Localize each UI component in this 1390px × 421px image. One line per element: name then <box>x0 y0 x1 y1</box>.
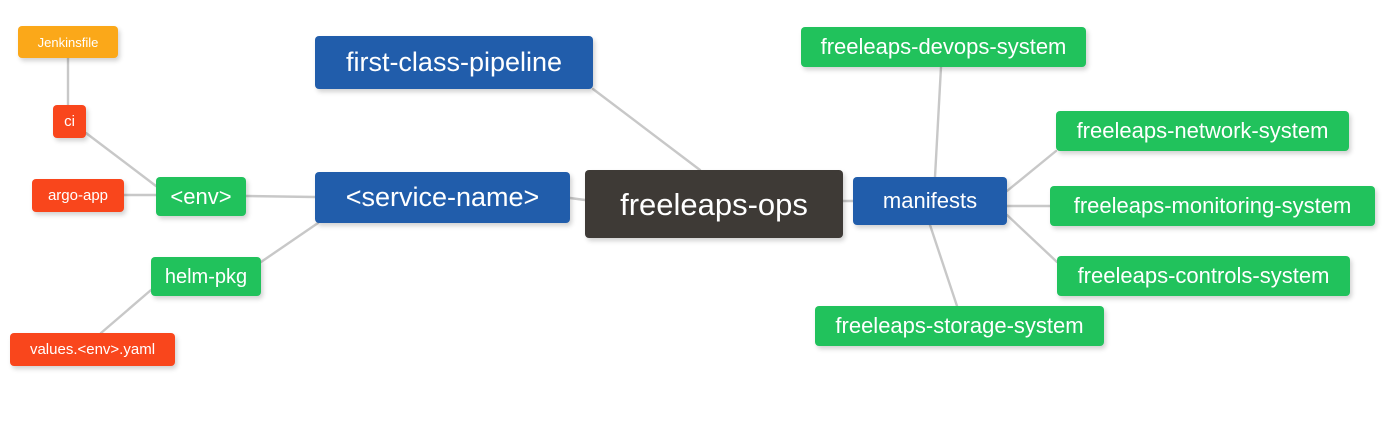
node-label: helm-pkg <box>164 265 248 288</box>
node-env[interactable]: <env> <box>156 177 246 216</box>
edge-helm-pkg-to-values-env-yaml <box>99 288 153 335</box>
node-label: freeleaps-network-system <box>1076 118 1329 143</box>
node-argo-app[interactable]: argo-app <box>32 179 124 212</box>
node-label: argo-app <box>47 187 109 204</box>
edge-service-name-to-env <box>244 194 317 199</box>
node-service-name[interactable]: <service-name> <box>315 172 570 223</box>
node-freeleaps-devops-system[interactable]: freeleaps-devops-system <box>801 27 1086 67</box>
node-label: freeleaps-ops <box>620 186 808 222</box>
node-freeleaps-network-system[interactable]: freeleaps-network-system <box>1056 111 1349 151</box>
node-label: <service-name> <box>345 182 540 212</box>
node-label: first-class-pipeline <box>345 47 563 77</box>
node-label: <env> <box>170 183 232 209</box>
node-label: freeleaps-devops-system <box>820 34 1067 59</box>
node-label: ci <box>64 113 75 130</box>
node-freeleaps-monitoring-system[interactable]: freeleaps-monitoring-system <box>1050 186 1375 226</box>
node-manifests[interactable]: manifests <box>853 177 1007 225</box>
node-values-env-yaml[interactable]: values.<env>.yaml <box>10 333 175 366</box>
edge-manifests-to-freeleaps-devops-system <box>933 65 943 179</box>
node-freeleaps-ops[interactable]: freeleaps-ops <box>585 170 843 238</box>
node-helm-pkg[interactable]: helm-pkg <box>151 257 261 296</box>
node-label: freeleaps-storage-system <box>835 313 1084 338</box>
edge-manifests-to-freeleaps-network-system <box>1005 149 1058 193</box>
node-label: freeleaps-monitoring-system <box>1073 193 1352 218</box>
node-jenkinsfile[interactable]: Jenkinsfile <box>18 26 118 58</box>
node-freeleaps-controls-system[interactable]: freeleaps-controls-system <box>1057 256 1350 296</box>
node-ci[interactable]: ci <box>53 105 86 138</box>
node-label: manifests <box>882 188 978 213</box>
edge-service-name-to-helm-pkg <box>259 221 320 264</box>
node-first-class-pipeline[interactable]: first-class-pipeline <box>315 36 593 89</box>
node-label: values.<env>.yaml <box>29 341 156 358</box>
node-freeleaps-storage-system[interactable]: freeleaps-storage-system <box>815 306 1104 346</box>
node-label: Jenkinsfile <box>37 34 99 50</box>
edge-first-class-pipeline-to-freeleaps-ops <box>591 87 702 172</box>
node-label: freeleaps-controls-system <box>1077 263 1330 288</box>
edge-service-name-to-freeleaps-ops <box>568 196 587 202</box>
edge-manifests-to-freeleaps-storage-system <box>928 223 959 308</box>
